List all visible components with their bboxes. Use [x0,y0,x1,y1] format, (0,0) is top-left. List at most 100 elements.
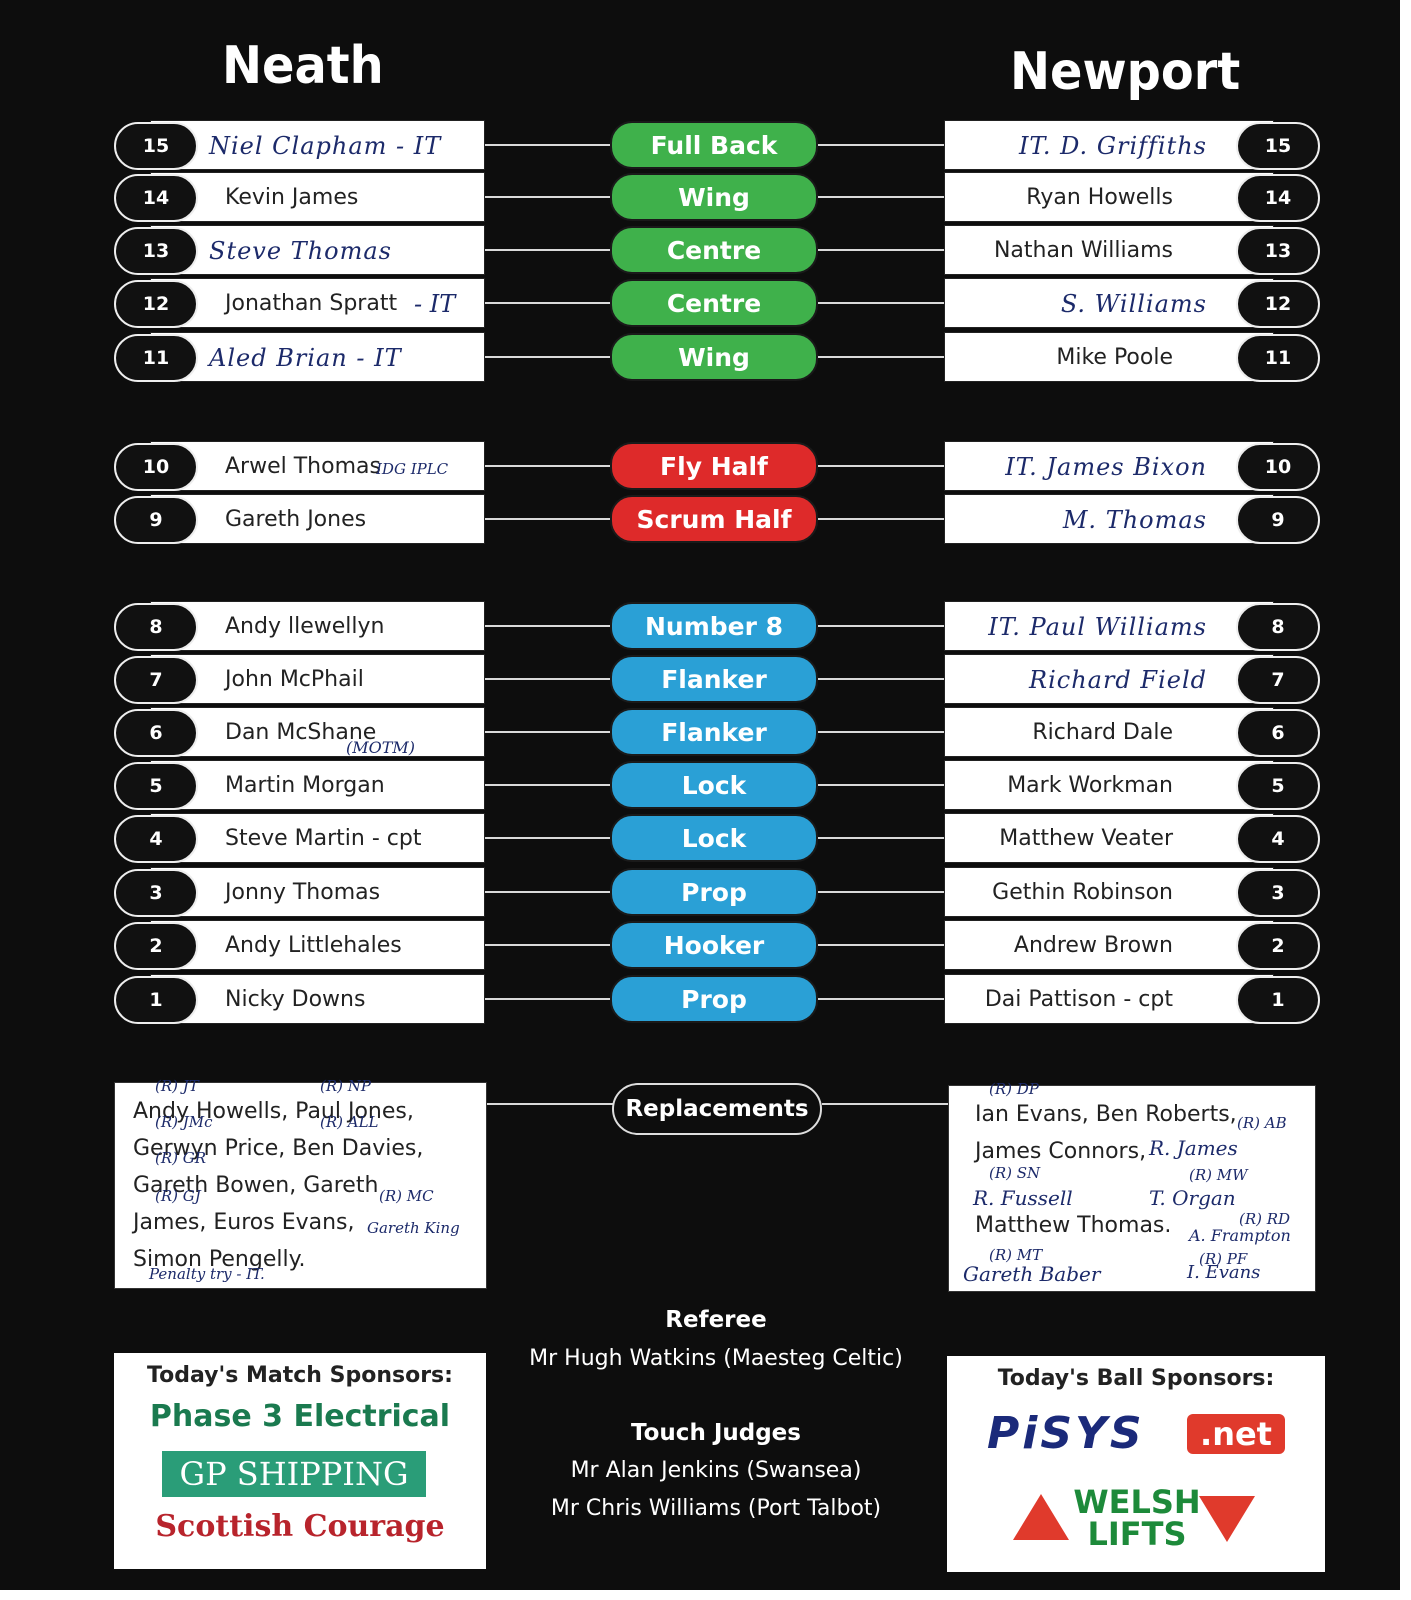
away-player-name: IT. Paul Williams [988,613,1207,641]
connector-line [817,944,944,946]
away-jersey-number: 12 [1236,280,1320,328]
away-player-name: IT. D. Griffiths [1018,132,1207,160]
match-sponsors-title: Today's Match Sponsors: [147,1363,453,1388]
away-replacement-line: Ian Evans, Ben Roberts, [975,1102,1237,1127]
handwritten-note: R. Fussell [973,1186,1073,1210]
home-player-box: Andy Littlehales [150,920,485,970]
away-player-box: Mark Workman [944,760,1274,810]
ball-sponsors-panel: Today's Ball Sponsors: PiSYS .net WELSH … [947,1356,1325,1572]
away-player-box: S. Williams [944,278,1274,328]
home-jersey-number: 6 [114,709,198,757]
away-player-name: M. Thomas [1062,506,1207,534]
away-player-box: IT. James Bixon [944,441,1274,491]
away-player-box: Dai Pattison - cpt [944,974,1274,1024]
connector-line [485,356,611,358]
home-player-box: Dan McShane [150,707,485,757]
away-jersey-number: 7 [1236,656,1320,704]
match-sponsors-panel: Today's Match Sponsors: Phase 3 Electric… [114,1353,486,1569]
away-jersey-number: 4 [1236,815,1320,863]
home-replacements-list: Andy Howells, Paul Jones, Gerwyn Price, … [133,1093,476,1278]
away-jersey-number: 5 [1236,762,1320,810]
home-player-name: Kevin James [225,185,359,210]
handwritten-note: (R) DP [989,1080,1039,1098]
home-player-name: Andy llewellyn [225,614,385,639]
connector-line [817,837,944,839]
connector-line [485,196,611,198]
home-player-name: Jonny Thomas [225,880,381,905]
away-replacements-list: Ian Evans, Ben Roberts, James Connors, M… [975,1096,1305,1244]
sponsor-scottish-courage: Scottish Courage [155,1509,445,1544]
away-player-box: M. Thomas [944,494,1274,544]
away-player-name: Ryan Howells [1026,185,1173,210]
home-replacement-line: Gareth Bowen, Gareth [133,1173,379,1198]
home-jersey-number: 3 [114,869,198,917]
handwritten-note: (R) JT [155,1077,199,1095]
home-team-title: Neath [222,36,384,96]
touch-judges-label: Touch Judges [631,1420,801,1446]
home-player-box: Martin Morgan [150,760,485,810]
sponsor-pisys-net: .net [1187,1414,1285,1454]
handwritten-note: (R) SN [989,1164,1041,1182]
away-player-name: Richard Field [1029,666,1207,694]
home-jersey-number: 2 [114,922,198,970]
home-player-box: Andy llewellyn [150,601,485,651]
home-player-name: Jonathan Spratt [225,291,398,316]
connector-line [817,678,944,680]
handwritten-note: (R) GR [155,1149,207,1167]
handwritten-note: - IT [414,290,456,318]
connector-line [485,249,611,251]
home-jersey-number: 12 [114,280,198,328]
away-player-name: Matthew Veater [999,826,1173,851]
home-jersey-number: 10 [114,443,198,491]
touch-judge-2: Mr Chris Williams (Port Talbot) [550,1496,882,1521]
away-player-box: IT. D. Griffiths [944,120,1274,170]
away-player-box: Matthew Veater [944,813,1274,863]
connector-line [485,144,611,146]
away-player-name: IT. James Bixon [1005,453,1207,481]
home-player-name: Arwel Thomas [225,454,381,479]
ball-sponsors-title: Today's Ball Sponsors: [997,1366,1275,1391]
away-jersey-number: 3 [1236,869,1320,917]
handwritten-note: A. Frampton [1189,1226,1291,1245]
handwritten-note: (R) JMc [155,1113,213,1131]
away-player-name: Mike Poole [1056,345,1173,370]
position-pill: Flanker [610,655,818,703]
home-replacement-line: James, Euros Evans, [133,1210,355,1235]
home-player-box: Steve Martin - cpt [150,813,485,863]
home-replacement-line: Gerwyn Price, Ben Davies, [133,1136,424,1161]
away-player-name: Richard Dale [1032,720,1173,745]
away-player-name: Mark Workman [1007,773,1173,798]
away-jersey-number: 2 [1236,922,1320,970]
position-pill: Prop [610,975,818,1023]
connector-line [817,356,944,358]
away-player-name: Andrew Brown [1013,933,1173,958]
connector-line [485,784,611,786]
handwritten-note: IDG IPLC [376,460,449,478]
handwritten-note: Gareth Baber [963,1262,1101,1286]
home-jersey-number: 13 [114,227,198,275]
home-jersey-number: 9 [114,496,198,544]
home-player-name: Martin Morgan [225,773,385,798]
connector-line [485,837,611,839]
away-player-name: S. Williams [1060,290,1207,318]
home-player-box: Jonathan Spratt [150,278,485,328]
position-pill: Wing [610,173,818,221]
home-player-name: Steve Martin - cpt [225,826,422,851]
connector-line [817,249,944,251]
away-jersey-number: 9 [1236,496,1320,544]
home-player-box: Aled Brian - IT [150,332,485,382]
handwritten-note: (R) GJ [155,1187,201,1205]
connector-line [817,731,944,733]
handwritten-note: T. Organ [1149,1186,1236,1210]
touch-judge-1: Mr Alan Jenkins (Swansea) [570,1458,862,1483]
connector-line [817,625,944,627]
position-pill: Hooker [610,921,818,969]
handwritten-note: (R) NP [320,1077,371,1095]
